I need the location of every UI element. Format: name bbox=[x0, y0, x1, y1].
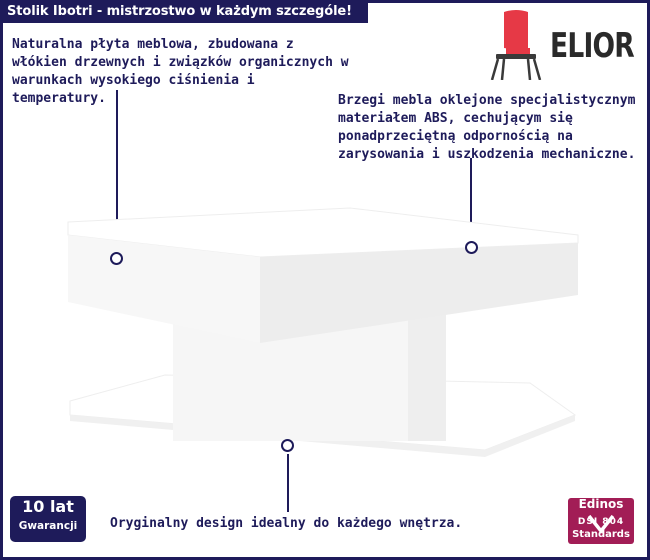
feature-marker-material bbox=[110, 252, 123, 265]
title-bar: Stolik Ibotri - mistrzostwo w każdym szc… bbox=[3, 3, 368, 23]
certificate-badge: Edinos DSI 804 Standards bbox=[568, 498, 634, 544]
certificate-code: DSI 804 bbox=[577, 517, 625, 527]
certificate-label: Standards bbox=[572, 529, 630, 540]
warranty-label: Gwarancji bbox=[18, 520, 78, 532]
feature-text-design: Oryginalny design idealny do każdego wnę… bbox=[110, 516, 463, 531]
coffee-table-image bbox=[67, 207, 579, 457]
warranty-years: 10 lat bbox=[22, 497, 74, 516]
feature-text-material: Naturalna płyta meblowa, zbudowana z włó… bbox=[12, 37, 349, 106]
brand-logo bbox=[490, 10, 542, 80]
brand-name: ELIOR bbox=[550, 26, 635, 66]
table-column-right-face bbox=[408, 313, 446, 441]
chair-icon bbox=[490, 10, 542, 80]
connector-line-edges bbox=[470, 158, 472, 242]
connector-line-design bbox=[287, 454, 289, 512]
warranty-badge: 10 lat Gwarancji bbox=[10, 496, 86, 542]
feature-marker-edges bbox=[465, 241, 478, 254]
feature-marker-design bbox=[281, 439, 294, 452]
connector-line-material bbox=[116, 90, 118, 252]
checkmark-icon bbox=[587, 514, 615, 534]
certificate-brand: Edinos bbox=[578, 498, 624, 511]
feature-text-edges: Brzegi mebla oklejone specjalistycznym m… bbox=[338, 93, 636, 162]
page-title: Stolik Ibotri - mistrzostwo w każdym szc… bbox=[7, 4, 352, 19]
table-top-side-face bbox=[260, 243, 578, 343]
